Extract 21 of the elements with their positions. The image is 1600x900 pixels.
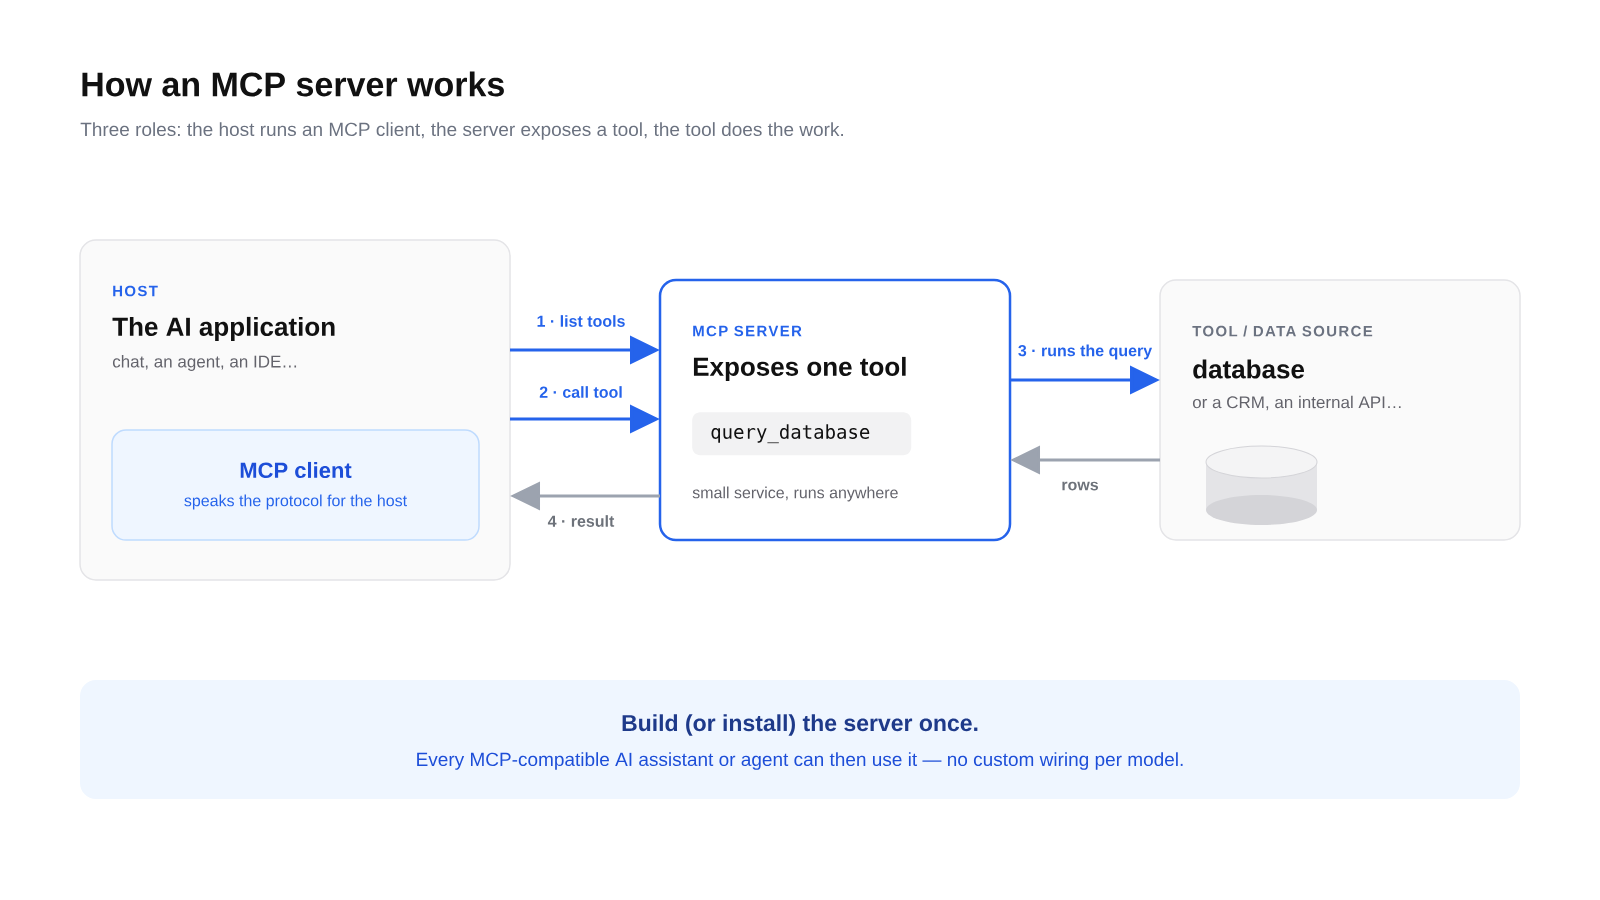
card-description: speaks the protocol for the host (184, 494, 407, 510)
banner-heading: Build (or install) the server once. (622, 714, 978, 736)
card-heading: database (1193, 359, 1305, 379)
card-description: small service, runs anywhere (692, 486, 898, 502)
card-heading: Exposes one tool (693, 356, 906, 382)
edge-label: 1 · list tools (534, 313, 628, 329)
edge-label: 2 · call tool (537, 384, 625, 400)
eyebrow-label: HOST (113, 285, 158, 297)
card-heading: MCP client (240, 461, 352, 479)
subtitle: Three roles: the host runs an MCP client, the server exposes a tool, the tool does the work. (80, 122, 843, 140)
card-description: or a CRM, an internal API… (1192, 395, 1401, 411)
eyebrow-label: MCP SERVER (693, 325, 802, 337)
edge-label: rows (1059, 479, 1101, 493)
page-title: How an MCP server works (82, 71, 504, 97)
edge-label: 4 · result (545, 513, 617, 529)
card-heading: The AI application (112, 316, 335, 342)
banner-text: Every MCP-compatible AI assistant or agent can then use it — no custom wiring per model. (417, 752, 1183, 770)
code-chip: query_database (692, 412, 912, 456)
edge-label: 3 · runs the query (1015, 342, 1155, 362)
card-description: chat, an agent, an IDE… (112, 355, 297, 371)
eyebrow-label: TOOL / DATA SOURCE (1192, 325, 1373, 337)
